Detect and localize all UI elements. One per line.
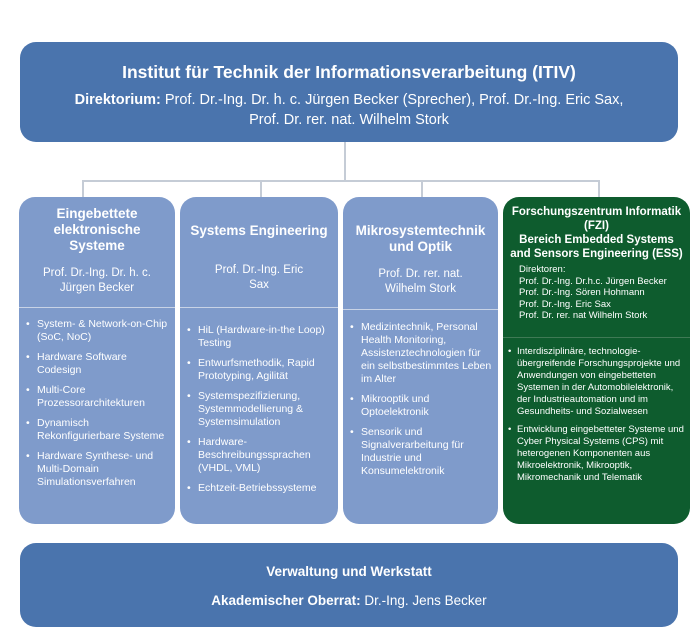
administration-box: Verwaltung und Werkstatt Akademischer Ob… [20, 543, 678, 627]
topic-item: System- & Network-on-Chip (SoC, NoC) [19, 318, 169, 344]
fzi-title-line4: and Sensors Engineering (ESS) [510, 248, 683, 260]
topic-item: Echtzeit-Betriebssysteme [180, 482, 332, 495]
connector-trunk [344, 142, 346, 181]
department-divider [343, 309, 498, 310]
topic-item: HiL (Hardware-in-the Loop) Testing [180, 324, 332, 350]
fzi-director: Prof. Dr. rer. nat Wilhelm Stork [519, 310, 648, 321]
topic-item: Systemspezifizierung, Systemmodellierung… [180, 390, 332, 429]
topic-item: Sensorik und Signalverarbeitung für Indu… [343, 426, 492, 478]
department-header: Mikrosystemtechnik und Optik Prof. Dr. r… [343, 223, 498, 297]
department-head: Prof. Dr.-Ing. Eric Sax [214, 264, 304, 291]
topic-item: Dynamisch Rekonfigurierbare Systeme [19, 417, 169, 443]
directorate-label: Direktorium: [74, 92, 161, 108]
institute-title: Institut für Technik der Informationsver… [122, 62, 576, 82]
department-divider [19, 307, 175, 308]
fzi-divider [503, 337, 690, 338]
fzi-header: Forschungszentrum Informatik (FZI) Berei… [503, 205, 690, 261]
topic-item: Hardware Synthese- und Multi-Domain Simu… [19, 450, 169, 489]
connector-drop-3 [421, 180, 423, 197]
fzi-directors: Direktoren: Prof. Dr.-Ing. Dr.h.c. Jürge… [519, 264, 684, 322]
department-title: Eingebettete elektronische Systeme [53, 206, 141, 253]
administration-label: Akademischer Oberrat: [211, 593, 361, 608]
fzi-topic-list: Interdisziplinäre, technologie-übergreif… [503, 346, 690, 490]
department-card-embedded-systems: Eingebettete elektronische Systeme Prof.… [19, 197, 175, 524]
connector-drop-4 [598, 180, 600, 197]
directorate: Direktorium: Prof. Dr.-Ing. Dr. h. c. Jü… [20, 90, 678, 130]
topic-item: Mikrooptik und Optoelektronik [343, 393, 492, 419]
department-topic-list: System- & Network-on-Chip (SoC, NoC) Har… [19, 318, 175, 496]
connector-drop-1 [82, 180, 84, 197]
department-head: Prof. Dr. rer. nat. Wilhelm Stork [378, 268, 463, 295]
connector-horizontal [82, 180, 600, 182]
department-header: Eingebettete elektronische Systeme Prof.… [19, 206, 175, 296]
department-card-microsystems-optics: Mikrosystemtechnik und Optik Prof. Dr. r… [343, 197, 498, 524]
fzi-title-line3: Bereich Embedded Systems [519, 234, 674, 246]
directorate-line2: Prof. Dr. rer. nat. Wilhelm Stork [249, 112, 449, 128]
fzi-directors-label: Direktoren: [519, 264, 566, 275]
topic-item: Medizintechnik, Personal Health Monitori… [343, 321, 492, 386]
department-title: Systems Engineering [190, 223, 328, 238]
topic-item: Multi-Core Prozessorarchitekturen [19, 384, 169, 410]
topic-item: Hardware-Beschreibungssprachen (VHDL, VM… [180, 436, 332, 475]
directorate-line1: Prof. Dr.-Ing. Dr. h. c. Jürgen Becker (… [164, 92, 624, 108]
topic-item: Hardware Software Codesign [19, 351, 169, 377]
administration-contact: Akademischer Oberrat: Dr.-Ing. Jens Beck… [20, 593, 678, 608]
fzi-director: Prof. Dr.-Ing. Eric Sax [519, 298, 611, 310]
department-header: Systems Engineering Prof. Dr.-Ing. Eric … [180, 223, 338, 293]
fzi-topic-item: Interdisziplinäre, technologie-übergreif… [503, 346, 684, 418]
department-title: Mikrosystemtechnik und Optik [355, 223, 486, 254]
fzi-director: Prof. Dr.-Ing. Sören Hohmann [519, 287, 645, 298]
administration-title: Verwaltung und Werkstatt [266, 564, 432, 579]
department-topic-list: Medizintechnik, Personal Health Monitori… [343, 321, 498, 485]
department-card-systems-engineering: Systems Engineering Prof. Dr.-Ing. Eric … [180, 197, 338, 524]
department-divider [180, 307, 338, 308]
fzi-topic-item: Entwicklung eingebetteter Systeme und Cy… [503, 424, 684, 484]
topic-item: Entwurfsmethodik, Rapid Prototyping, Agi… [180, 357, 332, 383]
fzi-director: Prof. Dr.-Ing. Dr.h.c. Jürgen Becker [519, 275, 667, 287]
fzi-title-line2: (FZI) [584, 220, 609, 232]
department-topic-list: HiL (Hardware-in-the Loop) Testing Entwu… [180, 324, 338, 502]
connector-drop-2 [260, 180, 262, 197]
fzi-card: Forschungszentrum Informatik (FZI) Berei… [503, 197, 690, 524]
institute-header-box: Institut für Technik der Informationsver… [20, 42, 678, 142]
fzi-title-line1: Forschungszentrum Informatik [511, 206, 682, 218]
administration-name: Dr.-Ing. Jens Becker [364, 593, 487, 608]
department-head: Prof. Dr.-Ing. Dr. h. c. Jürgen Becker [42, 267, 151, 294]
